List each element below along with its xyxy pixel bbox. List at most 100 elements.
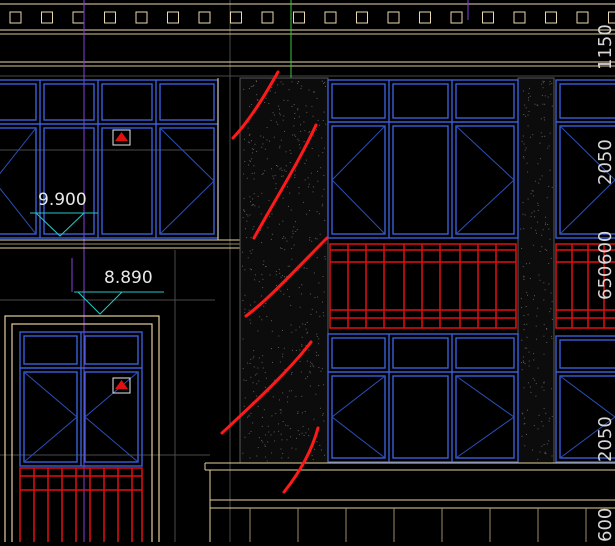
hatch-dot xyxy=(318,343,319,344)
hatch-dot xyxy=(254,205,255,206)
hatch-dot xyxy=(244,139,245,140)
hatch-dot xyxy=(543,383,544,384)
hatch-dot xyxy=(541,246,542,247)
hatch-dot xyxy=(253,358,254,359)
hatch-dot xyxy=(291,248,292,249)
hatch-dot xyxy=(290,428,291,429)
hatch-dot xyxy=(317,171,318,172)
hatch-dot xyxy=(537,104,538,105)
hatch-dot xyxy=(545,452,546,453)
hatch-dot xyxy=(266,378,267,379)
hatch-dot xyxy=(544,136,545,137)
hatch-dot xyxy=(280,409,281,410)
hatch-dot xyxy=(261,242,262,243)
hatch-dot xyxy=(312,455,313,456)
hatch-dot xyxy=(281,176,282,177)
hatch-dot xyxy=(547,444,548,445)
hatch-dot xyxy=(277,124,278,125)
hatch-dot xyxy=(524,315,525,316)
hatch-dot xyxy=(264,102,265,103)
hatch-dot xyxy=(290,150,291,151)
hatch-dot xyxy=(530,278,531,279)
hatch-dot xyxy=(528,125,529,126)
hatch-dot xyxy=(323,413,324,414)
hatch-dot xyxy=(552,456,553,457)
hatch-dot xyxy=(323,175,324,176)
hatch-dot xyxy=(259,437,260,438)
hatch-dot xyxy=(271,87,272,88)
hatch-dot xyxy=(534,295,535,296)
hatch-dot xyxy=(304,435,305,436)
hatch-dot xyxy=(249,310,250,311)
hatch-dot xyxy=(316,352,317,353)
hatch-dot xyxy=(316,129,317,130)
hatch-dot xyxy=(276,271,277,272)
hatch-dot xyxy=(267,227,268,228)
hatch-dot xyxy=(319,445,320,446)
hatch-dot xyxy=(295,170,296,171)
hatch-dot xyxy=(288,457,289,458)
hatch-dot xyxy=(296,350,297,351)
hatch-dot xyxy=(274,440,275,441)
hatch-dot xyxy=(261,193,262,194)
hatch-dot xyxy=(267,139,268,140)
hatch-dot xyxy=(521,362,522,363)
hatch-dot xyxy=(522,141,523,142)
hatch-dot xyxy=(287,397,288,398)
hatch-dot xyxy=(243,217,244,218)
hatch-dot xyxy=(311,363,312,364)
hatch-dot xyxy=(281,140,282,141)
hatch-dot xyxy=(287,401,288,402)
hatch-dot xyxy=(268,426,269,427)
hatch-dot xyxy=(544,104,545,105)
hatch-dot xyxy=(243,380,244,381)
hatch-dot xyxy=(280,291,281,292)
hatch-dot xyxy=(279,147,280,148)
hatch-dot xyxy=(550,94,551,95)
hatch-dot xyxy=(316,334,317,335)
hatch-dot xyxy=(255,375,256,376)
hatch-dot xyxy=(543,229,544,230)
hatch-dot xyxy=(279,224,280,225)
hatch-dot xyxy=(308,186,309,187)
hatch-dot xyxy=(524,105,525,106)
hatch-dot xyxy=(245,309,246,310)
hatch-dot xyxy=(550,308,551,309)
hatch-dot xyxy=(307,361,308,362)
hatch-dot xyxy=(524,423,525,424)
hatch-dot xyxy=(251,253,252,254)
hatch-dot xyxy=(537,222,538,223)
hatch-dot xyxy=(299,349,300,350)
hatch-dot xyxy=(301,293,302,294)
hatch-dot xyxy=(532,190,533,191)
hatch-dot xyxy=(242,266,243,267)
dimension-label-1: 1150 xyxy=(595,24,615,70)
hatch-dot xyxy=(274,137,275,138)
hatch-dot xyxy=(324,220,325,221)
hatch-dot xyxy=(252,423,253,424)
hatch-dot xyxy=(248,257,249,258)
hatch-dot xyxy=(544,444,545,445)
hatch-dot xyxy=(322,415,323,416)
hatch-dot xyxy=(545,217,546,218)
hatch-dot xyxy=(297,108,298,109)
hatch-dot xyxy=(281,81,282,82)
hatch-dot xyxy=(324,112,325,113)
hatch-dot xyxy=(313,419,314,420)
hatch-dot xyxy=(524,144,525,145)
hatch-dot xyxy=(301,86,302,87)
hatch-dot xyxy=(271,320,272,321)
hatch-dot xyxy=(276,165,277,166)
hatch-dot xyxy=(550,170,551,171)
hatch-dot xyxy=(263,264,264,265)
hatch-dot xyxy=(262,362,263,363)
hatch-dot xyxy=(265,387,266,388)
hatch-dot xyxy=(245,228,246,229)
hatch-dot xyxy=(265,303,266,304)
hatch-dot xyxy=(531,216,532,217)
hatch-dot xyxy=(275,175,276,176)
hatch-dot xyxy=(249,106,250,107)
hatch-dot xyxy=(543,87,544,88)
